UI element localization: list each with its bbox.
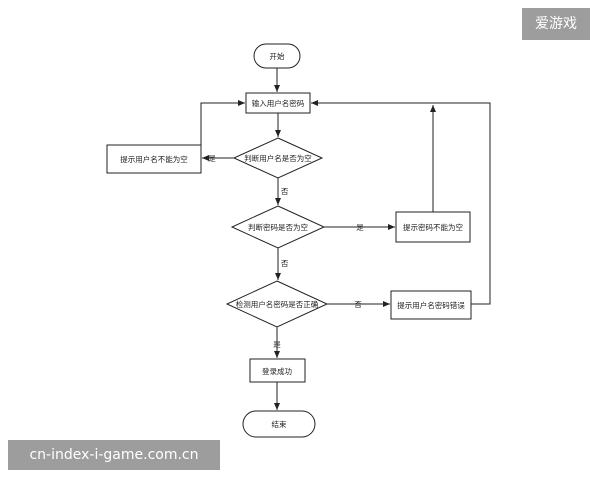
edge-label-no2: 否	[281, 259, 289, 268]
success-label: 登录成功	[262, 366, 292, 376]
end-node	[242, 410, 316, 438]
edge-label-yes3: 是	[273, 340, 281, 349]
end-label: 结束	[272, 419, 287, 429]
msg-user-empty-label: 提示用户名不能为空	[120, 154, 188, 164]
msg-pwd-empty-label: 提示密码不能为空	[403, 222, 463, 232]
edge-msg-user-back	[200, 100, 245, 158]
check-pwd-empty-label: 判断密码是否为空	[248, 222, 308, 232]
watermark-top: 爱游戏	[522, 8, 590, 40]
edge-label-yes2: 是	[356, 223, 364, 232]
verify-label: 检测用户名密码是否正确	[236, 299, 319, 309]
edge-label-no3: 否	[354, 300, 362, 309]
msg-wrong-node	[390, 290, 472, 320]
msg-wrong-label: 提示用户名密码错误	[397, 300, 465, 310]
edge-label-no1: 否	[281, 187, 289, 196]
watermark-bottom: cn-index-i-game.com.cn	[8, 440, 220, 470]
msg-user-empty-node	[106, 144, 202, 174]
check-user-empty-label: 判断用户名是否为空	[244, 153, 312, 163]
edge-msg-wrong-back	[311, 100, 491, 305]
edge-label-yes1: 是	[208, 154, 216, 163]
msg-pwd-empty-node	[395, 211, 471, 243]
start-label: 开始	[270, 51, 285, 61]
input-label: 输入用户名密码	[252, 98, 305, 108]
